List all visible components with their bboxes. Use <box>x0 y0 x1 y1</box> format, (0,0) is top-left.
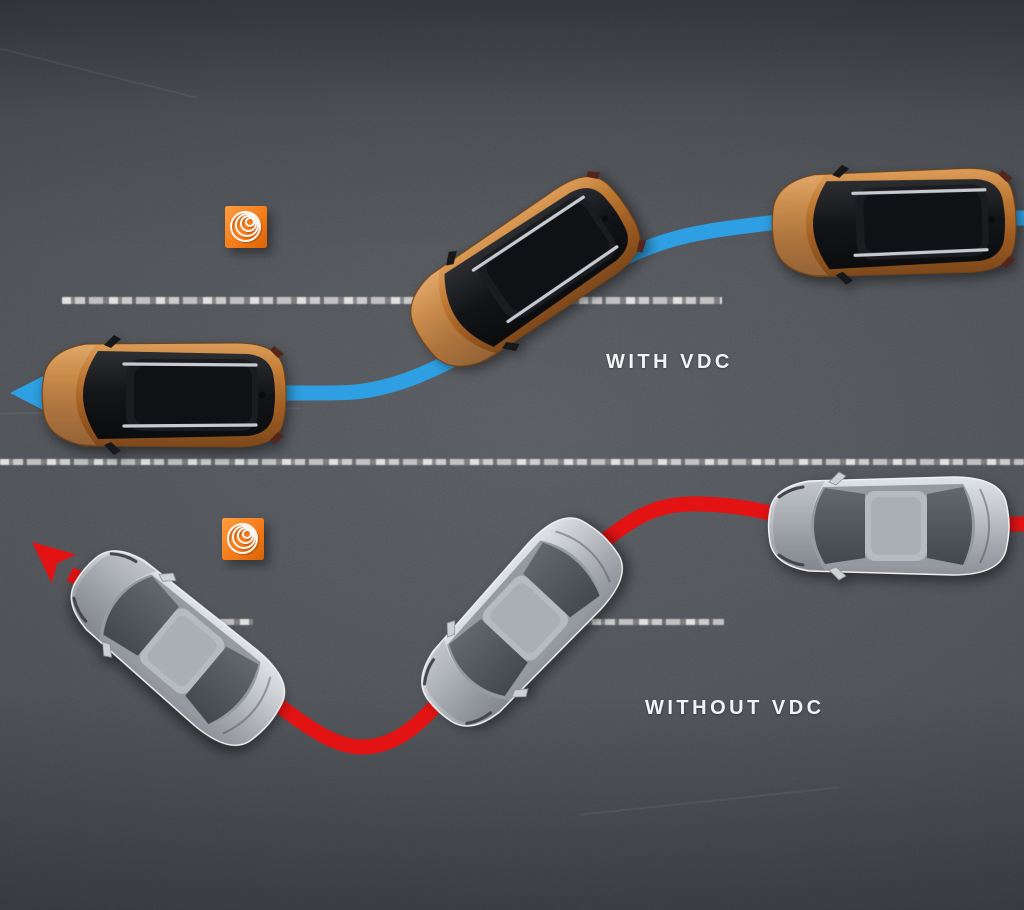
obstacle-marker-icon <box>224 205 270 251</box>
car-without-vdc-position-1 <box>767 470 1011 582</box>
car-with-vdc-position-3 <box>40 333 288 457</box>
car-with-vdc-position-1 <box>768 157 1020 289</box>
without-vdc-arrow-icon <box>32 542 77 584</box>
with-vdc-label: WITH VDC <box>606 351 733 373</box>
obstacle-marker-icon <box>221 517 267 563</box>
without-vdc-label: WITHOUT VDC <box>645 697 825 719</box>
